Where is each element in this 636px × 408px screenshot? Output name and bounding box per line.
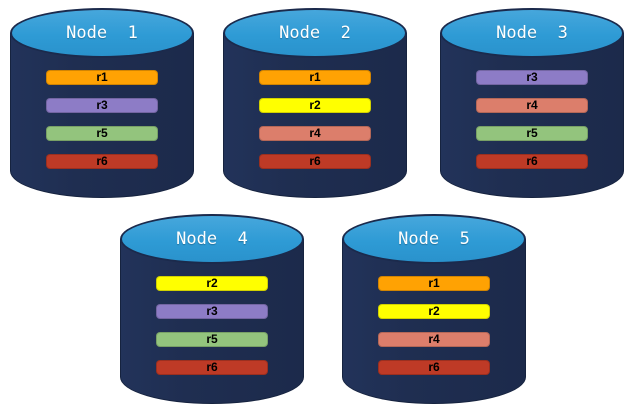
replica-bar-r5: r5 (46, 126, 158, 141)
node-5-cylinder-top: Node 5 (342, 214, 526, 264)
node-1-cylinder: Node 1 r1 r3 r5 r6 (10, 8, 194, 198)
node-3-replica-list: r3 r4 r5 r6 (440, 70, 624, 169)
node-5-cylinder-body (342, 239, 526, 404)
replica-bar-r6: r6 (378, 360, 490, 375)
node-5-cylinder: Node 5 r1 r2 r4 r6 (342, 214, 526, 404)
node-4-cylinder-body (120, 239, 304, 404)
node-3-label: Node 3 (496, 23, 568, 43)
replica-bar-r1: r1 (46, 70, 158, 85)
node-4-cylinder-top: Node 4 (120, 214, 304, 264)
node-1-replica-list: r1 r3 r5 r6 (10, 70, 194, 169)
node-4-label: Node 4 (176, 229, 248, 249)
node-3-cylinder-top: Node 3 (440, 8, 624, 58)
replica-bar-r4: r4 (259, 126, 371, 141)
replica-bar-r6: r6 (156, 360, 268, 375)
replica-bar-r2: r2 (378, 304, 490, 319)
node-3-cylinder: Node 3 r3 r4 r5 r6 (440, 8, 624, 198)
replica-bar-r5: r5 (156, 332, 268, 347)
node-3-cylinder-body (440, 33, 624, 198)
node-1-cylinder-body (10, 33, 194, 198)
node-2-cylinder-top: Node 2 (223, 8, 407, 58)
replica-bar-r6: r6 (476, 154, 588, 169)
replica-bar-r1: r1 (259, 70, 371, 85)
node-1-label: Node 1 (66, 23, 138, 43)
replica-bar-r6: r6 (46, 154, 158, 169)
node-2-cylinder-body (223, 33, 407, 198)
node-4-cylinder: Node 4 r2 r3 r5 r6 (120, 214, 304, 404)
node-2-cylinder: Node 2 r1 r2 r4 r6 (223, 8, 407, 198)
replica-bar-r3: r3 (476, 70, 588, 85)
node-5-replica-list: r1 r2 r4 r6 (342, 276, 526, 375)
replica-bar-r4: r4 (378, 332, 490, 347)
replica-bar-r1: r1 (378, 276, 490, 291)
node-4-replica-list: r2 r3 r5 r6 (120, 276, 304, 375)
replica-bar-r4: r4 (476, 98, 588, 113)
replica-bar-r3: r3 (46, 98, 158, 113)
node-5-label: Node 5 (398, 229, 470, 249)
replica-bar-r2: r2 (156, 276, 268, 291)
replica-bar-r6: r6 (259, 154, 371, 169)
replica-bar-r5: r5 (476, 126, 588, 141)
node-1-cylinder-top: Node 1 (10, 8, 194, 58)
replica-bar-r3: r3 (156, 304, 268, 319)
node-2-replica-list: r1 r2 r4 r6 (223, 70, 407, 169)
replica-bar-r2: r2 (259, 98, 371, 113)
node-2-label: Node 2 (279, 23, 351, 43)
